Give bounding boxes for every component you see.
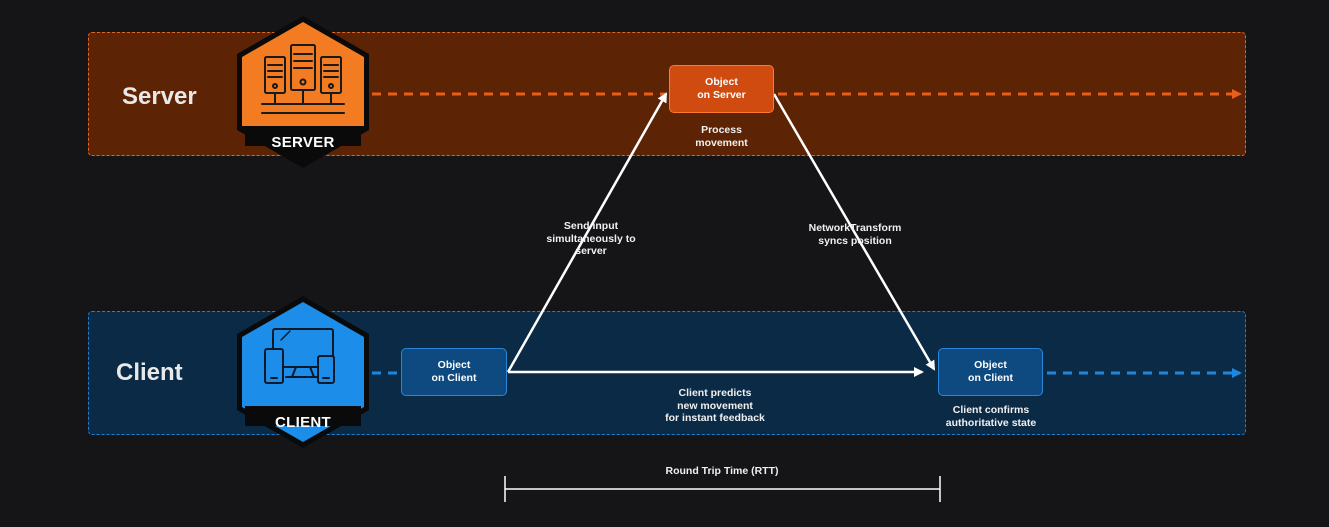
- object-on-client-end-node: Object on Client: [938, 348, 1043, 396]
- client-confirms-caption: Client confirms authoritative state: [931, 404, 1051, 429]
- caption-line: NetworkTransform: [808, 222, 902, 234]
- rtt-label: Round Trip Time (RTT): [665, 465, 779, 477]
- network-transform-caption: NetworkTransform syncs position: [795, 222, 915, 247]
- caption-line: authoritative state: [945, 416, 1037, 429]
- server-lane-label: Server: [122, 83, 197, 110]
- caption-line: simultaneously to: [546, 232, 636, 245]
- client-badge: [237, 296, 369, 448]
- send-input-arrow: [506, 92, 668, 373]
- object-on-server-node: Object on Server: [669, 65, 774, 113]
- caption-line: for instant feedback: [665, 412, 765, 424]
- devices-icon: [264, 328, 335, 384]
- client-lane-label: Client: [116, 359, 183, 386]
- server-badge: [237, 16, 369, 168]
- server-rack-icon: [261, 44, 345, 114]
- server-badge-label: SERVER: [271, 134, 335, 151]
- caption-line: Client confirms: [952, 404, 1030, 416]
- caption-line: movement: [695, 136, 748, 149]
- caption-line: Send input: [563, 220, 619, 232]
- node-label-line1: Object: [437, 359, 471, 371]
- rtt-bracket: [504, 476, 941, 502]
- client-badge-label: CLIENT: [275, 414, 331, 431]
- node-label-line2: on Server: [697, 89, 746, 101]
- object-on-client-start-node: Object on Client: [401, 348, 507, 396]
- caption-line: server: [575, 245, 607, 257]
- send-input-caption: Send input simultaneously to server: [531, 220, 651, 258]
- client-predicts-caption: Client predicts new movement for instant…: [650, 387, 780, 425]
- node-label-line1: Object: [705, 76, 738, 88]
- node-label-line2: on Client: [431, 372, 477, 384]
- caption-line: Client predicts: [678, 387, 752, 399]
- caption-line: new movement: [677, 399, 753, 412]
- process-movement-caption: Process movement: [669, 124, 774, 149]
- caption-line: syncs position: [818, 234, 892, 247]
- node-label-line2: on Client: [968, 372, 1013, 384]
- node-label-line1: Object: [974, 359, 1007, 371]
- caption-line: Process: [701, 124, 742, 136]
- sync-position-arrow: [772, 93, 936, 371]
